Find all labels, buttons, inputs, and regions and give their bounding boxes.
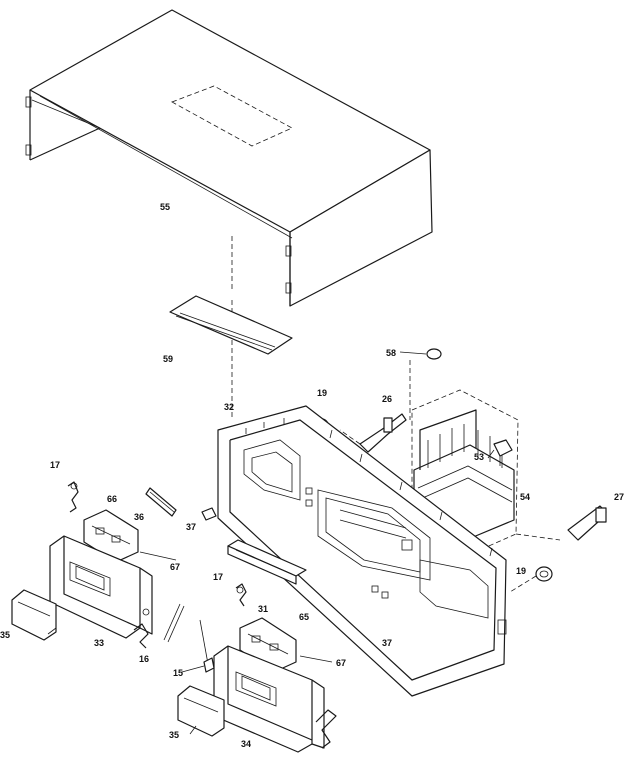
spring-left (67, 481, 79, 513)
label-cabinet: 55 (160, 202, 170, 212)
label-spring-left-low: 16 (139, 654, 149, 664)
label-front-panel: 32 (224, 402, 234, 412)
label-spring-bottom: 15 (173, 668, 183, 678)
foot-part (399, 348, 442, 420)
door-right (213, 645, 337, 753)
label-bracket-small: 37 (186, 522, 196, 532)
display-window (227, 539, 307, 585)
label-holder-right: 65 (299, 612, 309, 622)
label-sheet: 59 (163, 354, 173, 364)
knob-right (509, 566, 553, 593)
clip-part (493, 439, 513, 466)
label-lever-top: 26 (382, 394, 392, 404)
lever-right (567, 505, 607, 541)
label-knob-top: 19 (317, 388, 327, 398)
label-insert-right: 67 (336, 658, 346, 668)
spring-left-low (133, 603, 185, 649)
label-rod: 36 (134, 512, 144, 522)
front-panel (217, 405, 507, 697)
label-door-right: 34 (241, 739, 251, 749)
label-lever-right: 27 (614, 492, 624, 502)
bottom-sheet (169, 295, 293, 355)
window-left (11, 589, 57, 641)
window-right (177, 685, 225, 737)
label-panel-insert: 67 (170, 562, 180, 572)
eject-lever-top (339, 413, 407, 453)
label-spring-left: 17 (50, 460, 60, 470)
rod-part (145, 487, 177, 517)
label-bracket-right: 37 (382, 638, 392, 648)
cabinet-cover (25, 9, 433, 420)
label-window-left: 35 (0, 630, 10, 640)
label-door-left: 33 (94, 638, 104, 648)
holder-left (83, 509, 139, 563)
label-clip: 53 (474, 452, 484, 462)
spring-mid (235, 583, 247, 607)
label-pcb: 54 (520, 492, 530, 502)
label-display: 31 (258, 604, 268, 614)
label-window-right: 35 (169, 730, 179, 740)
label-holder-left: 66 (107, 494, 117, 504)
bracket-small-left (201, 507, 217, 521)
door-left (49, 535, 153, 639)
spring-bottom (199, 619, 215, 673)
label-knob-right: 19 (516, 566, 526, 576)
label-spring-mid: 17 (213, 572, 223, 582)
label-foot: 58 (386, 348, 396, 358)
